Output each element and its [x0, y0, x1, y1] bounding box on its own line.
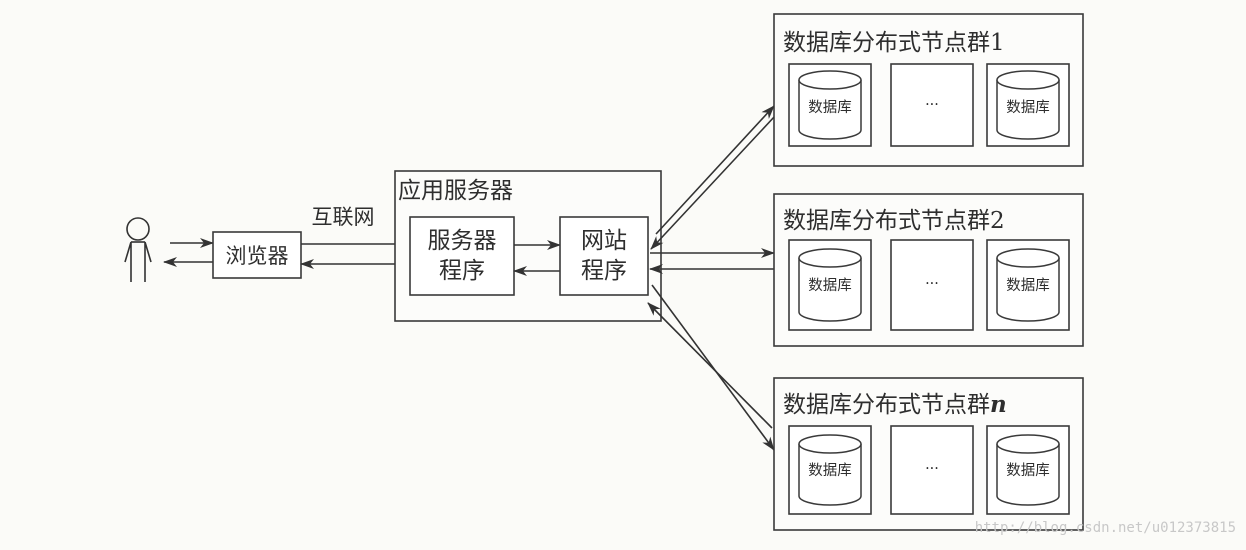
cluster-2-title: 数据库分布式节点群2 — [783, 208, 1005, 234]
server-program-label-line2: 程序 — [439, 258, 485, 284]
cluster-1-db-left-label: 数据库 — [808, 99, 852, 116]
cluster-1-db-left-icon — [798, 70, 862, 140]
app-server-label: 应用服务器 — [398, 178, 513, 204]
arrow-cluster1-to-website — [650, 115, 776, 250]
user-icon — [124, 217, 152, 282]
cluster-n-db-right-icon — [996, 434, 1060, 506]
internet-label: 互联网 — [312, 205, 375, 229]
browser-label: 浏览器 — [226, 244, 289, 268]
server-program-box — [409, 216, 515, 296]
cluster-2-node-middle — [890, 239, 974, 331]
cluster-n-title: 数据库分布式节点群n — [783, 391, 1007, 418]
cluster-2-db-left-icon — [798, 248, 862, 322]
cluster-1-db-right-label: 数据库 — [1006, 99, 1050, 116]
cluster-2-db-right-label: 数据库 — [1006, 277, 1050, 294]
cluster-2: 数据库分布式节点群2 数据库 ··· 数据库 — [773, 193, 1084, 347]
arrow-clustern-to-website — [647, 302, 773, 429]
cluster-2-db-right-icon — [996, 248, 1060, 322]
cluster-1-node-middle — [890, 63, 974, 147]
cluster-n-node-middle — [890, 425, 974, 515]
cluster-1-ellipsis: ··· — [925, 97, 939, 113]
cluster-n-db-right-label: 数据库 — [1006, 462, 1050, 479]
website-program-label-line1: 网站 — [581, 228, 627, 254]
watermark-text: http://blog.csdn.net/u012373815 — [975, 520, 1236, 536]
cluster-n-title-suffix: n — [990, 391, 1007, 418]
cluster-1: 数据库分布式节点群1 数据库 ··· 数据库 — [773, 13, 1084, 167]
cluster-n-db-left-icon — [798, 434, 862, 506]
cluster-n-db-left-label: 数据库 — [808, 462, 852, 479]
cluster-1-title: 数据库分布式节点群1 — [783, 30, 1005, 56]
cluster-2-db-left-label: 数据库 — [808, 277, 852, 294]
server-program-label-line1: 服务器 — [428, 228, 497, 254]
browser-box — [212, 231, 302, 279]
website-program-box — [559, 216, 649, 296]
arrow-website-to-cluster1 — [655, 105, 775, 235]
cluster-n-ellipsis: ··· — [925, 461, 939, 477]
cluster-n-title-text: 数据库分布式节点群 — [783, 392, 990, 418]
cluster-2-ellipsis: ··· — [925, 276, 939, 292]
website-program-label-line2: 程序 — [581, 258, 627, 284]
cluster-1-db-right-icon — [996, 70, 1060, 140]
cluster-n: 数据库分布式节点群n 数据库 ··· 数据库 — [773, 377, 1084, 531]
